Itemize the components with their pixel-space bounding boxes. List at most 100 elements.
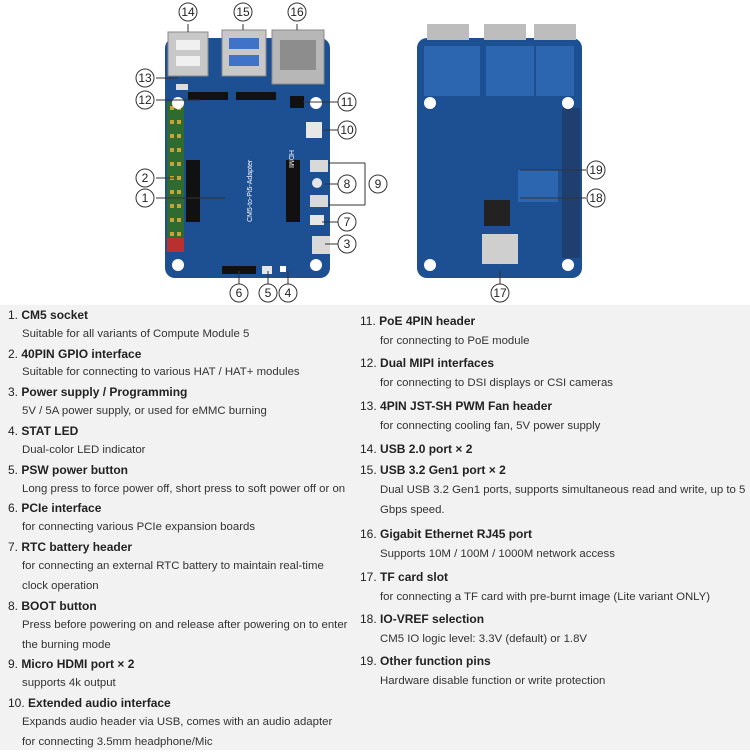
feature-desc: 5V / 5A power supply, or used for eMMC b… bbox=[22, 405, 267, 417]
callout-8: 8 bbox=[337, 174, 357, 194]
boot-button bbox=[312, 178, 322, 188]
callout-3: 3 bbox=[337, 234, 357, 254]
feature-number: 10. bbox=[8, 696, 25, 710]
feature-title: Other function pins bbox=[380, 654, 491, 668]
micro-hdmi-2 bbox=[310, 195, 328, 207]
feature-title: BOOT button bbox=[21, 599, 97, 613]
callout-1: 1 bbox=[135, 188, 155, 208]
feature-number: 18. bbox=[360, 612, 377, 626]
feature-title: Extended audio interface bbox=[28, 696, 171, 710]
back-board bbox=[417, 24, 582, 278]
feature-desc: for connecting various PCIe expansion bo… bbox=[22, 521, 256, 533]
feature-number: 16. bbox=[360, 527, 377, 541]
callout-12: 12 bbox=[135, 90, 155, 110]
callout-7: 7 bbox=[337, 212, 357, 232]
usb2-port bbox=[167, 31, 209, 77]
io-vref-switch bbox=[518, 170, 558, 202]
usb3-port bbox=[221, 29, 267, 77]
callout-10: 10 bbox=[337, 120, 357, 140]
feature-desc: for connecting a TF card with pre-burnt … bbox=[380, 591, 711, 603]
feature-desc: for connecting an external RTC battery t… bbox=[22, 560, 324, 592]
feature-title: PSW power button bbox=[21, 463, 129, 477]
callout-2: 2 bbox=[135, 168, 155, 188]
feature-number: 5. bbox=[8, 463, 19, 477]
feature-number: 4. bbox=[8, 424, 19, 438]
svg-text:9: 9 bbox=[375, 177, 382, 191]
feature-title: USB 3.2 Gen1 port × 2 bbox=[380, 463, 506, 477]
svg-text:5: 5 bbox=[265, 286, 272, 300]
feature-desc: Expands audio header via USB, comes with… bbox=[22, 716, 333, 748]
pcie-connector bbox=[222, 266, 256, 274]
svg-text:6: 6 bbox=[236, 286, 243, 300]
callout-11: 11 bbox=[337, 92, 357, 112]
feature-number: 19. bbox=[360, 654, 377, 668]
feature-number: 13. bbox=[360, 399, 377, 413]
feature-number: 6. bbox=[8, 501, 19, 515]
feature-number: 3. bbox=[8, 385, 19, 399]
rtc-header bbox=[310, 215, 324, 225]
callout-19: 19 bbox=[586, 160, 606, 180]
hdmi-label: HDMI bbox=[287, 150, 294, 168]
svg-text:16: 16 bbox=[290, 5, 304, 19]
feature-number: 15. bbox=[360, 463, 377, 477]
feature-number: 11. bbox=[360, 314, 376, 328]
psw-button bbox=[262, 266, 272, 274]
feature-title: Micro HDMI port × 2 bbox=[21, 657, 135, 671]
svg-text:7: 7 bbox=[344, 215, 351, 229]
tf-card-slot bbox=[482, 234, 518, 264]
feature-title: TF card slot bbox=[380, 570, 449, 584]
front-chip-label: CM5-to-Pi5-Adapter bbox=[247, 159, 254, 222]
callout-13: 13 bbox=[135, 68, 155, 88]
feature-number: 1. bbox=[8, 308, 19, 322]
audio-connector bbox=[306, 122, 322, 138]
callout-6: 6 bbox=[229, 283, 249, 303]
svg-text:19: 19 bbox=[589, 163, 603, 177]
mipi-connector-2 bbox=[236, 92, 276, 100]
callout-16: 16 bbox=[287, 2, 307, 22]
feature-desc: Supports 10M / 100M / 1000M network acce… bbox=[380, 548, 615, 560]
svg-text:1: 1 bbox=[142, 191, 149, 205]
feature-list: 1. CM5 socket Suitable for all variants … bbox=[0, 305, 750, 750]
feature-title: CM5 socket bbox=[21, 308, 89, 322]
feature-desc: Dual-color LED indicator bbox=[22, 444, 146, 456]
feature-desc: Suitable for all variants of Compute Mod… bbox=[22, 328, 250, 340]
svg-text:11: 11 bbox=[341, 95, 354, 109]
feature-title: PoE 4PIN header bbox=[379, 314, 476, 328]
cm5-socket-left bbox=[186, 160, 200, 222]
callout-4: 4 bbox=[278, 283, 298, 303]
callout-17: 17 bbox=[490, 283, 510, 303]
callout-lines bbox=[156, 24, 586, 293]
micro-hdmi-1 bbox=[310, 160, 328, 172]
front-board: CM5-to-Pi5-Adapter HDMI bbox=[165, 29, 330, 278]
feature-title: STAT LED bbox=[21, 424, 79, 438]
feature-number: 7. bbox=[8, 540, 19, 554]
gpio-header bbox=[167, 102, 184, 252]
svg-text:18: 18 bbox=[589, 191, 603, 205]
feature-number: 9. bbox=[8, 657, 19, 671]
svg-text:17: 17 bbox=[493, 286, 507, 300]
feature-desc: Hardware disable function or write prote… bbox=[380, 675, 606, 687]
feature-number: 12. bbox=[360, 356, 377, 370]
usb-c-power bbox=[312, 236, 330, 254]
feature-desc: for connecting to PoE module bbox=[380, 335, 530, 347]
mipi-connector-1 bbox=[188, 92, 228, 100]
svg-text:2: 2 bbox=[142, 171, 149, 185]
callout-18: 18 bbox=[586, 188, 606, 208]
feature-number: 2. bbox=[8, 347, 19, 361]
feature-desc: Press before powering on and release aft… bbox=[22, 619, 348, 651]
feature-title: 40PIN GPIO interface bbox=[21, 347, 142, 361]
svg-text:10: 10 bbox=[340, 123, 354, 137]
feature-title: 4PIN JST-SH PWM Fan header bbox=[380, 399, 553, 413]
svg-text:15: 15 bbox=[236, 5, 250, 19]
svg-text:12: 12 bbox=[138, 93, 152, 107]
stat-led bbox=[280, 266, 286, 272]
cm5-socket-right bbox=[286, 160, 300, 222]
feature-number: 8. bbox=[8, 599, 19, 613]
feature-desc: Suitable for connecting to various HAT /… bbox=[22, 366, 300, 378]
callout-14: 14 bbox=[178, 2, 198, 22]
svg-text:8: 8 bbox=[344, 177, 351, 191]
svg-text:13: 13 bbox=[138, 71, 152, 85]
svg-text:14: 14 bbox=[181, 5, 195, 19]
feature-title: USB 2.0 port × 2 bbox=[380, 442, 473, 456]
fan-header bbox=[176, 84, 188, 90]
